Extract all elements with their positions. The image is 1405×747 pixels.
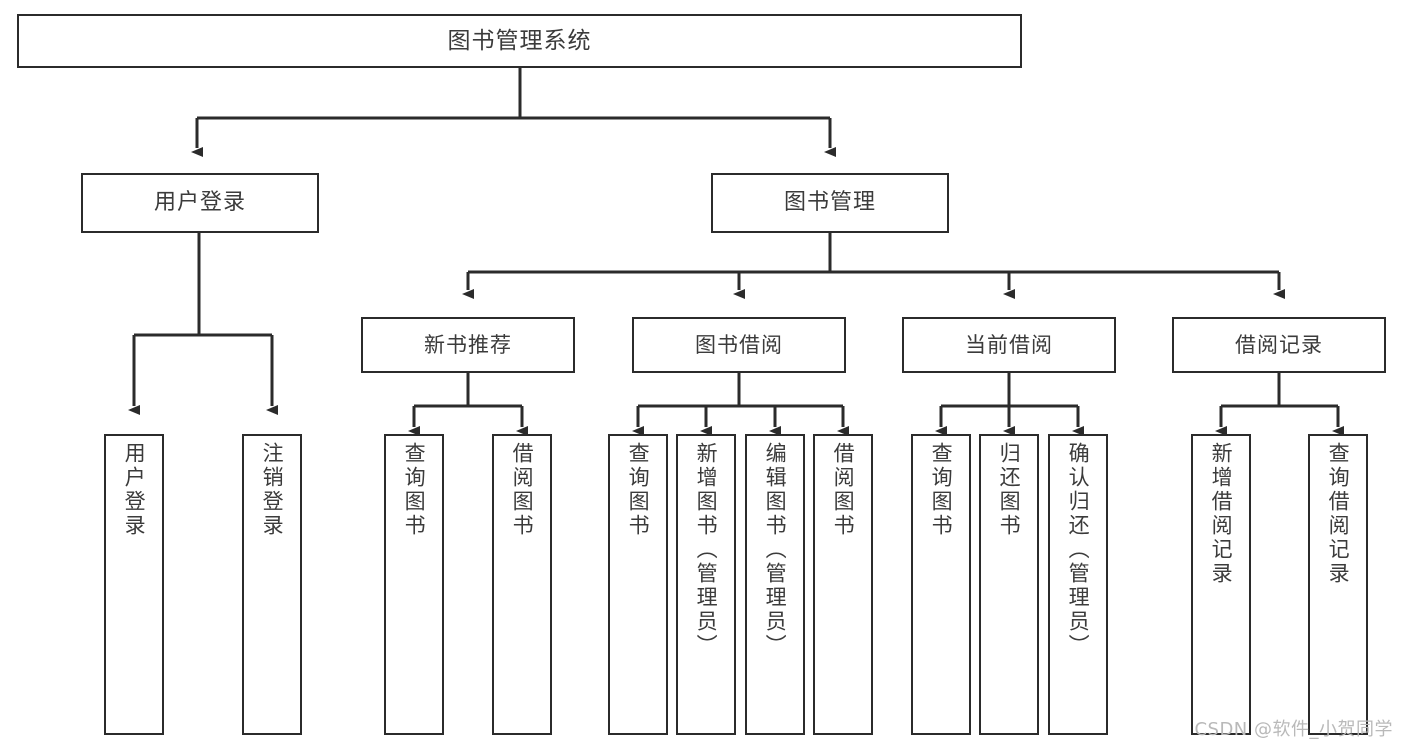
node-leaf-add-record[interactable]: 新增借阅记录 xyxy=(1191,434,1251,735)
node-label: 查询借阅记录 xyxy=(1326,442,1351,586)
node-leaf-confirm-return[interactable]: 确认归还（管理员） xyxy=(1048,434,1108,735)
node-leaf-query-book-3[interactable]: 查询图书 xyxy=(911,434,971,735)
node-label: 归还图书 xyxy=(997,442,1022,538)
node-label: 查询图书 xyxy=(402,442,427,538)
node-leaf-borrow-book-2[interactable]: 借阅图书 xyxy=(813,434,873,735)
node-current-borrow[interactable]: 当前借阅 xyxy=(902,317,1116,373)
node-label: 图书管理系统 xyxy=(447,27,592,54)
node-leaf-return-book[interactable]: 归还图书 xyxy=(979,434,1039,735)
node-label: 注销登录 xyxy=(260,442,285,538)
node-borrow-record[interactable]: 借阅记录 xyxy=(1172,317,1386,373)
node-label: 借阅图书 xyxy=(510,442,535,538)
node-book-management[interactable]: 图书管理 xyxy=(711,173,949,233)
node-label: 查询图书 xyxy=(929,442,954,538)
node-leaf-edit-book[interactable]: 编辑图书（管理员） xyxy=(745,434,805,735)
node-label: 用户登录 xyxy=(122,442,147,538)
node-label: 查询图书 xyxy=(626,442,651,538)
node-leaf-add-book[interactable]: 新增图书（管理员） xyxy=(676,434,736,735)
node-label: 新增图书（管理员） xyxy=(694,442,719,658)
node-new-book-recommend[interactable]: 新书推荐 xyxy=(361,317,575,373)
watermark-text: CSDN @软件_小贺同学 xyxy=(1194,719,1393,740)
node-label: 用户登录 xyxy=(153,190,246,216)
node-leaf-user-login[interactable]: 用户登录 xyxy=(104,434,164,735)
node-label: 新增借阅记录 xyxy=(1209,442,1234,586)
node-label: 借阅记录 xyxy=(1235,332,1323,357)
node-label: 借阅图书 xyxy=(831,442,856,538)
node-label: 当前借阅 xyxy=(965,332,1053,357)
node-leaf-query-book-1[interactable]: 查询图书 xyxy=(384,434,444,735)
node-leaf-borrow-book-1[interactable]: 借阅图书 xyxy=(492,434,552,735)
node-label: 图书借阅 xyxy=(695,332,783,357)
node-label: 编辑图书（管理员） xyxy=(763,442,788,658)
node-user-login[interactable]: 用户登录 xyxy=(81,173,319,233)
node-book-management-system[interactable]: 图书管理系统 xyxy=(17,14,1022,68)
node-book-borrow[interactable]: 图书借阅 xyxy=(632,317,846,373)
node-label: 新书推荐 xyxy=(424,332,512,357)
node-label: 确认归还（管理员） xyxy=(1066,442,1091,658)
node-leaf-user-logout[interactable]: 注销登录 xyxy=(242,434,302,735)
node-leaf-query-book-2[interactable]: 查询图书 xyxy=(608,434,668,735)
node-leaf-query-record[interactable]: 查询借阅记录 xyxy=(1308,434,1368,735)
node-label: 图书管理 xyxy=(783,190,876,216)
